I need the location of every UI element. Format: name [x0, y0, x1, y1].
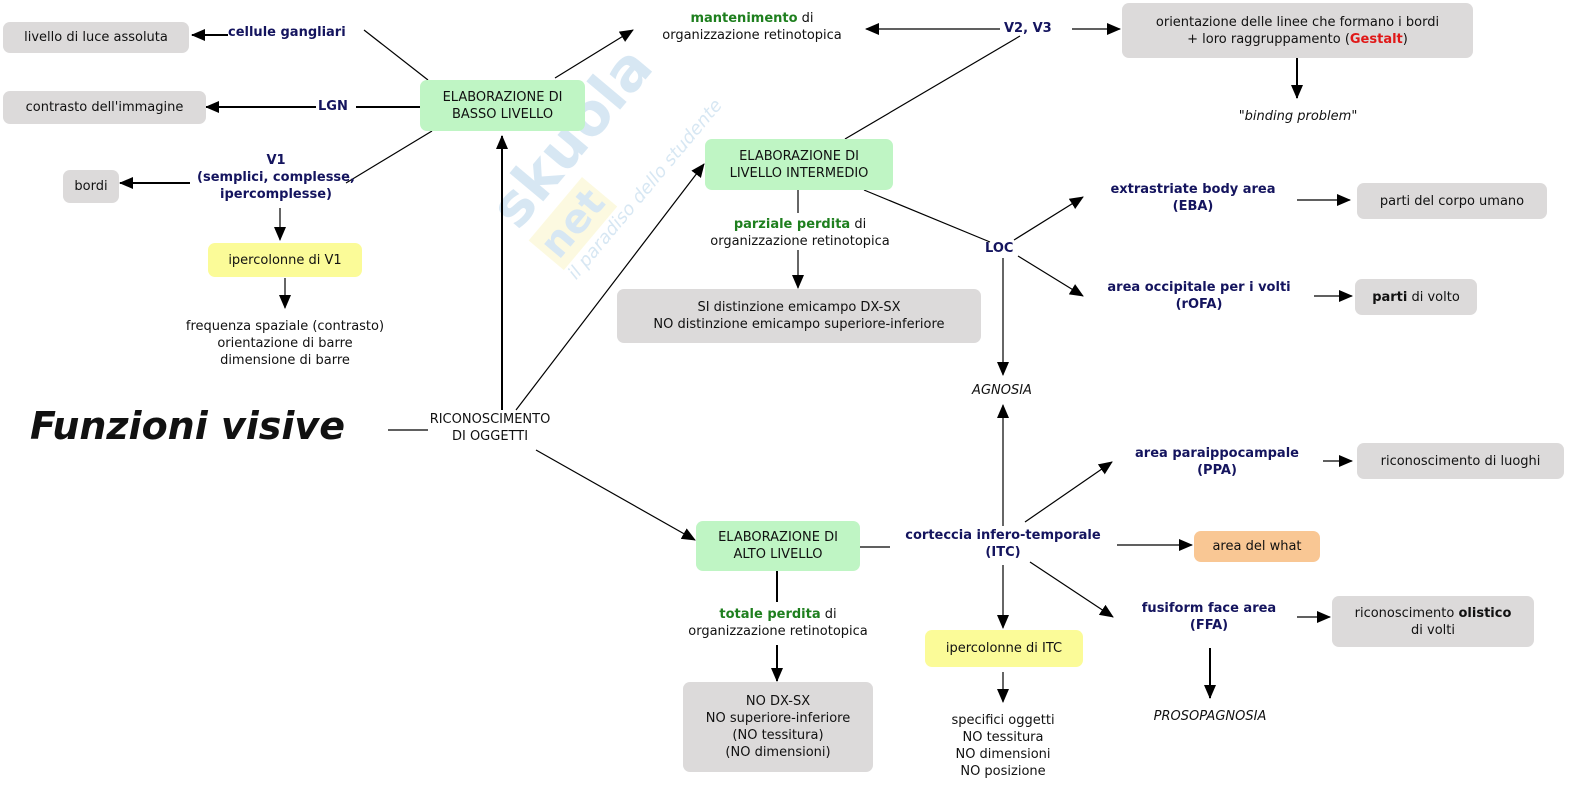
node-parti-corpo-umano[interactable]: parti del corpo umano [1357, 183, 1547, 219]
label-ppa: area paraippocampale (PPA) [1135, 446, 1299, 478]
text-agnosia: AGNOSIA [972, 383, 1032, 398]
edge-riconoscimento-alto [535, 449, 696, 541]
label-itc: corteccia infero-temporale (ITC) [905, 528, 1101, 560]
text-binding-problem: "binding problem" [1238, 109, 1358, 124]
edge-basso-v1 [345, 130, 433, 184]
edge-itc-ffa [1029, 561, 1114, 618]
node-livello-luce-assoluta[interactable]: livello di luce assoluta [3, 22, 189, 53]
edge-riconoscimento-intermedio [515, 163, 705, 411]
node-ipercolonne-itc[interactable]: ipercolonne di ITC [925, 630, 1083, 667]
node-no-dxsx[interactable]: NO DX-SX NO superiore-inferiore (NO tess… [683, 682, 873, 772]
label-eba: extrastriate body area (EBA) [1110, 182, 1276, 214]
label-loc: LOC [985, 241, 1014, 256]
node-orientazione-linee[interactable]: orientazione delle linee che formano i b… [1122, 3, 1473, 58]
label-v1: V1 (semplici, complesse, ipercomplesse) [197, 153, 355, 202]
gestalt-highlight: Gestalt [1349, 31, 1403, 47]
node-elaborazione-basso[interactable]: ELABORAZIONE DI BASSO LIVELLO [420, 80, 585, 131]
text-prosopagnosia: PROSOPAGNOSIA [1153, 709, 1267, 724]
label-ffa: fusiform face area (FFA) [1141, 601, 1277, 633]
text-mantenimento: mantenimento di organizzazione retinotop… [662, 11, 842, 43]
edge-intermedio-loc [863, 189, 991, 243]
node-elaborazione-intermedio[interactable]: ELABORAZIONE DI LIVELLO INTERMEDIO [705, 139, 893, 190]
label-rofa: area occipitale per i volti (rOFA) [1107, 280, 1291, 312]
node-bordi[interactable]: bordi [63, 170, 119, 203]
node-ipercolonne-v1[interactable]: ipercolonne di V1 [208, 243, 362, 277]
label-cellule-gangliari: cellule gangliari [228, 25, 346, 40]
node-riconoscimento-oggetti[interactable]: RICONOSCIMENTO DI OGGETTI [429, 412, 551, 444]
diagram-title: Funzioni visive [30, 404, 345, 448]
node-area-del-what[interactable]: area del what [1194, 531, 1320, 562]
edge-loc-rofa [1017, 255, 1084, 297]
node-contrasto-immagine[interactable]: contrasto dell'immagine [3, 91, 206, 124]
edge-basso-gangliari [363, 29, 429, 81]
label-lgn: LGN [318, 99, 348, 114]
node-riconoscimento-luoghi[interactable]: riconoscimento di luoghi [1357, 443, 1564, 479]
text-totale-perdita: totale perdita di organizzazione retinot… [688, 607, 868, 639]
text-parziale-perdita: parziale perdita di organizzazione retin… [710, 217, 890, 249]
edge-itc-ppa [1024, 461, 1113, 523]
node-si-distinzione[interactable]: SI distinzione emicampo DX-SX NO distinz… [617, 289, 981, 343]
node-elaborazione-alto[interactable]: ELABORAZIONE DI ALTO LIVELLO [696, 521, 860, 571]
node-parti-di-volto[interactable]: parti di volto [1355, 279, 1477, 315]
text-v1-features: frequenza spaziale (contrasto) orientazi… [185, 319, 385, 368]
node-riconoscimento-olistico[interactable]: riconoscimento olistico di volti [1332, 596, 1534, 647]
edge-loc-eba [1013, 196, 1084, 241]
edge-basso-mantenimento [554, 29, 634, 79]
label-v2-v3: V2, V3 [1004, 21, 1052, 36]
text-itc-features: specifici oggetti NO tessitura NO dimens… [951, 713, 1055, 779]
edge-intermedio-v2v3 [844, 35, 1021, 140]
